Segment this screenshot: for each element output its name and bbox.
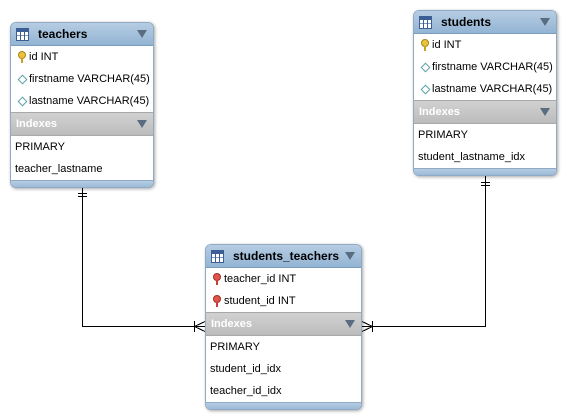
indexes-section-header[interactable]: Indexes [11, 112, 153, 136]
column-row[interactable]: student_id INT [206, 290, 361, 312]
column-diamond-icon [17, 96, 27, 106]
column-label: id INT [29, 51, 59, 63]
column-row[interactable]: id INT [414, 34, 556, 56]
primary-key-icon [421, 39, 429, 51]
column-diamond-icon [17, 74, 27, 84]
indexes-label: Indexes [16, 118, 57, 130]
column-label: student_id INT [224, 295, 296, 307]
column-label: lastname VARCHAR(45) [432, 83, 553, 95]
table-icon [419, 15, 432, 29]
column-label: teacher_id INT [224, 273, 297, 285]
column-label: firstname VARCHAR(45) [432, 61, 553, 73]
table-icon [211, 249, 224, 263]
crowfoot-students-teachers-left [194, 320, 207, 333]
column-diamond-icon [420, 84, 430, 94]
table-header[interactable]: students_teachers [206, 245, 361, 268]
column-row[interactable]: firstname VARCHAR(45) [11, 68, 153, 90]
table-name: students_teachers [233, 249, 340, 263]
column-label: firstname VARCHAR(45) [29, 73, 150, 85]
indexes-label: Indexes [211, 318, 252, 330]
column-row[interactable]: firstname VARCHAR(45) [414, 56, 556, 78]
collapse-triangle-icon[interactable] [345, 252, 355, 260]
column-row[interactable]: teacher_id INT [206, 268, 361, 290]
index-row[interactable]: student_lastname_idx [418, 151, 526, 163]
index-row[interactable]: teacher_lastname [15, 163, 103, 175]
column-row[interactable]: id INT [11, 46, 153, 68]
index-row[interactable]: PRIMARY [418, 129, 468, 141]
table-footer [414, 168, 556, 175]
collapse-triangle-icon[interactable] [345, 320, 355, 328]
table-icon [16, 27, 29, 41]
collapse-triangle-icon[interactable] [137, 30, 147, 38]
column-label: lastname VARCHAR(45) [29, 95, 150, 107]
table-footer [11, 180, 153, 187]
table-teachers[interactable]: teachers id INT firstname VARCHAR(45) la… [10, 22, 154, 188]
index-row[interactable]: PRIMARY [15, 141, 65, 153]
table-name: teachers [38, 27, 88, 41]
column-label: id INT [432, 39, 462, 51]
collapse-triangle-icon[interactable] [540, 108, 550, 116]
index-row[interactable]: teacher_id_idx [210, 385, 282, 397]
table-students-teachers[interactable]: students_teachers teacher_id INT student… [205, 244, 362, 410]
column-row[interactable]: lastname VARCHAR(45) [414, 78, 556, 100]
table-header[interactable]: teachers [11, 23, 153, 46]
relationship-students-students-teachers[interactable] [361, 176, 486, 327]
primary-key-icon [18, 51, 26, 63]
indexes-section-header[interactable]: Indexes [206, 312, 361, 336]
crowfoot-students-teachers-right [360, 320, 373, 333]
relationship-teachers-students-teachers[interactable] [82, 186, 207, 327]
foreign-key-icon [213, 295, 221, 307]
indexes-section-header[interactable]: Indexes [414, 100, 556, 124]
table-students[interactable]: students id INT firstname VARCHAR(45) la… [413, 10, 557, 176]
indexes-label: Indexes [419, 106, 460, 118]
table-footer [206, 402, 361, 409]
collapse-triangle-icon[interactable] [137, 120, 147, 128]
table-header[interactable]: students [414, 11, 556, 34]
column-row[interactable]: lastname VARCHAR(45) [11, 90, 153, 112]
collapse-triangle-icon[interactable] [540, 18, 550, 26]
foreign-key-icon [213, 273, 221, 285]
index-row[interactable]: student_id_idx [210, 363, 281, 375]
index-row[interactable]: PRIMARY [210, 341, 260, 353]
column-diamond-icon [420, 62, 430, 72]
table-name: students [441, 15, 492, 29]
